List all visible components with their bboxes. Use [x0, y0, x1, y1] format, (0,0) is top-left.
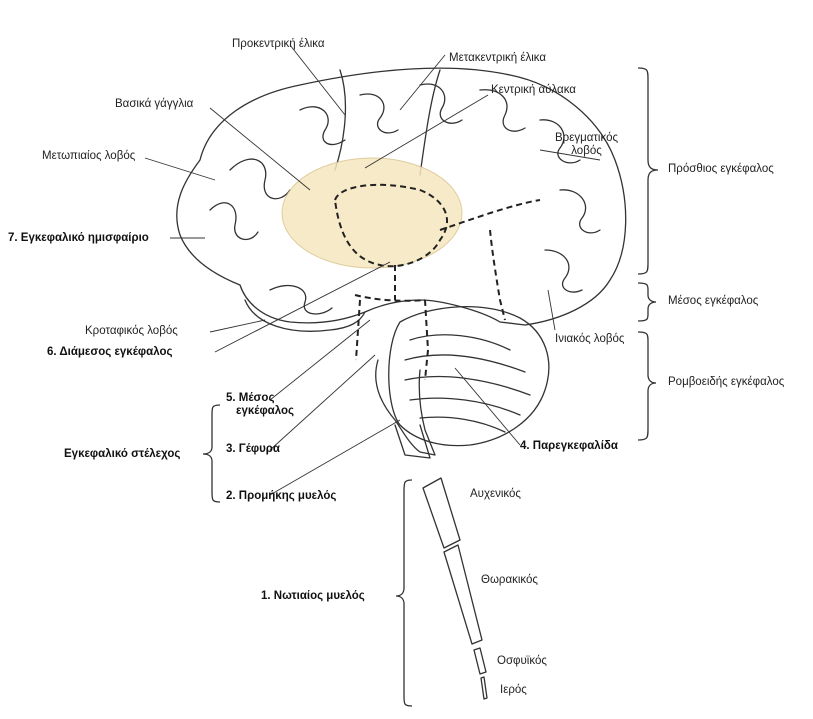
label-thoracic: Θωρακικός	[481, 574, 538, 587]
label-postcentral-gyrus: Μετακεντρική έλικα	[449, 52, 546, 65]
label-parietal-lobe-line2: λοβός	[555, 145, 618, 158]
label-frontal-lobe: Μετωπιαίος λοβός	[42, 150, 135, 163]
label-medulla: 2. Προμήκης μυελός	[226, 490, 336, 503]
label-basal-ganglia: Βασικά γάγγλια	[115, 98, 193, 111]
lumbar-segment	[474, 648, 486, 674]
label-midbrain-region: Μέσος εγκέφαλος	[668, 295, 758, 308]
label-sacral: Ιερός	[500, 684, 527, 697]
label-diencephalon: 6. Διάμεσος εγκέφαλος	[47, 346, 172, 359]
label-spinal-cord: 1. Νωτιαίος μυελός	[261, 590, 365, 603]
basal-ganglia-area	[282, 158, 462, 268]
thoracic-segment	[444, 545, 482, 644]
sacral-segment	[481, 677, 487, 699]
label-hemisphere: 7. Εγκεφαλικό ημισφαίριο	[8, 232, 149, 245]
label-pons: 3. Γέφυρα	[226, 443, 280, 456]
label-lumbar: Οσφυϊκός	[497, 655, 547, 668]
label-midbrain: 5. Μέσος εγκέφαλος	[226, 392, 294, 418]
label-hindbrain: Ρομβοειδής εγκέφαλος	[668, 376, 784, 389]
label-central-sulcus: Κεντρική αύλακα	[491, 84, 576, 97]
spinal-cord-brace	[396, 480, 412, 706]
label-occipital-lobe: Ινιακός λοβός	[555, 333, 624, 346]
hindbrain-brace	[638, 332, 656, 440]
brainstem-brace	[203, 405, 220, 502]
label-cervical: Αυχενικός	[470, 488, 521, 501]
label-brainstem: Εγκεφαλικό στέλεχος	[64, 448, 180, 461]
temporal-outline	[245, 300, 365, 331]
label-midbrain-line1: 5. Μέσος	[226, 392, 294, 405]
label-parietal-lobe: Βρεγματικός λοβός	[555, 132, 618, 158]
cervical-segment	[423, 478, 460, 548]
label-cerebellum: 4. Παρεγκεφαλίδα	[520, 440, 618, 453]
midbrain-brace	[638, 283, 656, 321]
label-precentral-gyrus: Προκεντρική έλικα	[232, 38, 325, 51]
forebrain-brace	[638, 68, 658, 274]
cerebellum-outline	[389, 307, 549, 446]
label-midbrain-line2: εγκέφαλος	[226, 405, 294, 418]
label-temporal-lobe: Κροταφικός λοβός	[85, 325, 178, 338]
label-parietal-lobe-line1: Βρεγματικός	[555, 132, 618, 145]
label-forebrain: Πρόσθιος εγκέφαλος	[668, 163, 774, 176]
